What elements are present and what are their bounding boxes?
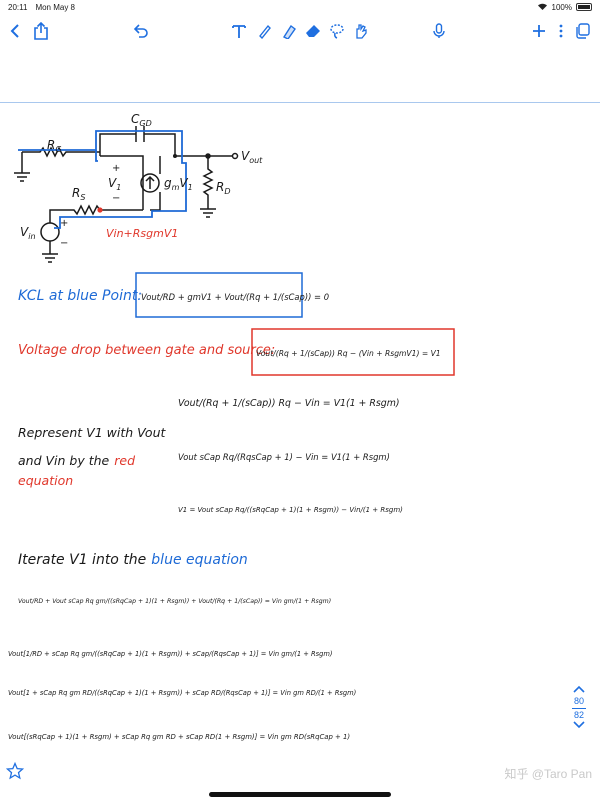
share-icon[interactable] <box>30 20 52 42</box>
voltage-drop-equation: Vout/(Rq + 1/(sCap)) Rq − (Vin + RsgmV1)… <box>256 349 441 358</box>
iteration-step-1: Vout/RD + Vout sCap Rq gm/((sRqCap + 1)(… <box>18 597 331 605</box>
chevron-up-icon[interactable] <box>573 685 585 696</box>
home-indicator[interactable] <box>209 792 391 797</box>
chevron-left-icon[interactable] <box>4 20 26 42</box>
chevron-down-icon[interactable] <box>573 721 585 732</box>
rs-label: RS <box>72 186 85 202</box>
red-node-dot <box>97 207 103 213</box>
kcl-box <box>135 272 303 318</box>
gmv1-label: gmV1 <box>164 176 193 192</box>
plus-icon[interactable] <box>528 20 550 42</box>
vout-label: Vout <box>241 149 263 165</box>
iteration-step-3: Vout[1 + sCap Rq gm RD/((sRqCap + 1)(1 +… <box>8 689 356 697</box>
page-header-area[interactable] <box>0 48 600 100</box>
v1-label: V1 <box>108 176 121 192</box>
rg-label: RG <box>47 138 62 154</box>
page-total: 82 <box>573 710 584 720</box>
kcl-label: KCL at blue Point: <box>18 288 142 304</box>
v1-minus: − <box>112 193 120 204</box>
status-date: Mon May 8 <box>35 2 76 12</box>
drain-node-dot <box>173 154 177 158</box>
lasso-icon[interactable] <box>326 20 348 42</box>
status-time: 20:11 <box>8 2 28 12</box>
more-icon[interactable] <box>550 20 572 42</box>
page-indicator[interactable]: 80 82 <box>566 685 592 732</box>
eraser-icon[interactable] <box>302 20 324 42</box>
vin-minus: − <box>60 238 68 249</box>
v1-plus: + <box>112 163 120 174</box>
iteration-step-2: Vout[1/RD + sCap Rq gm/((sRqCap + 1)(1 +… <box>8 650 333 658</box>
microphone-icon[interactable] <box>428 20 450 42</box>
star-icon[interactable] <box>5 761 25 785</box>
blue-node-trace <box>18 130 187 229</box>
wifi-icon <box>537 2 548 12</box>
page-current: 80 <box>573 696 584 706</box>
pages-icon[interactable] <box>572 20 594 42</box>
vin-label: Vin <box>20 225 36 241</box>
iteration-step-4: Vout[(sRqCap + 1)(1 + Rsgm) + sCap Rq gm… <box>8 733 350 741</box>
battery-percent: 100% <box>551 2 572 12</box>
represent-line-3: equation <box>18 473 73 488</box>
bottom-bar: 知乎 @Taro Pan <box>0 761 600 800</box>
voltage-drop-label: Voltage drop between gate and source: <box>18 343 275 358</box>
note-canvas[interactable]: RG CGD Vout + V1 − gmV1 RD RS Vin + − Vi… <box>0 103 600 763</box>
voltage-drop-box <box>251 328 455 376</box>
page-divider <box>0 102 600 103</box>
derivation-step-3: V1 = Vout sCap Rq/((sRqCap + 1)(1 + Rsgm… <box>178 506 403 514</box>
represent-line-1: Represent V1 with Vout <box>18 425 166 440</box>
watermark: 知乎 @Taro Pan <box>504 767 592 781</box>
toolbar <box>0 14 600 48</box>
kcl-equation: Vout/RD + gmV1 + Vout/(Rq + 1/(sCap)) = … <box>141 292 329 302</box>
status-bar: 20:11 Mon May 8 100% <box>0 0 600 14</box>
red-annotation: Vin+RsgmV1 <box>106 227 178 240</box>
vin-plus: + <box>60 218 68 229</box>
undo-icon[interactable] <box>130 20 152 42</box>
battery-icon <box>576 3 592 11</box>
circuit-diagram <box>14 126 239 263</box>
cgd-label: CGD <box>131 112 152 128</box>
highlighter-icon[interactable] <box>278 20 300 42</box>
page-divider-line <box>572 708 586 709</box>
derivation-step-1: Vout/(Rq + 1/(sCap)) Rq − Vin = V1(1 + R… <box>178 398 400 409</box>
rd-label: RD <box>216 180 231 196</box>
hand-shapes-icon[interactable] <box>350 20 372 42</box>
text-tool-icon[interactable] <box>228 20 250 42</box>
pen-icon[interactable] <box>254 20 276 42</box>
derivation-step-2: Vout sCap Rq/(RqsCap + 1) − Vin = V1(1 +… <box>178 452 390 462</box>
